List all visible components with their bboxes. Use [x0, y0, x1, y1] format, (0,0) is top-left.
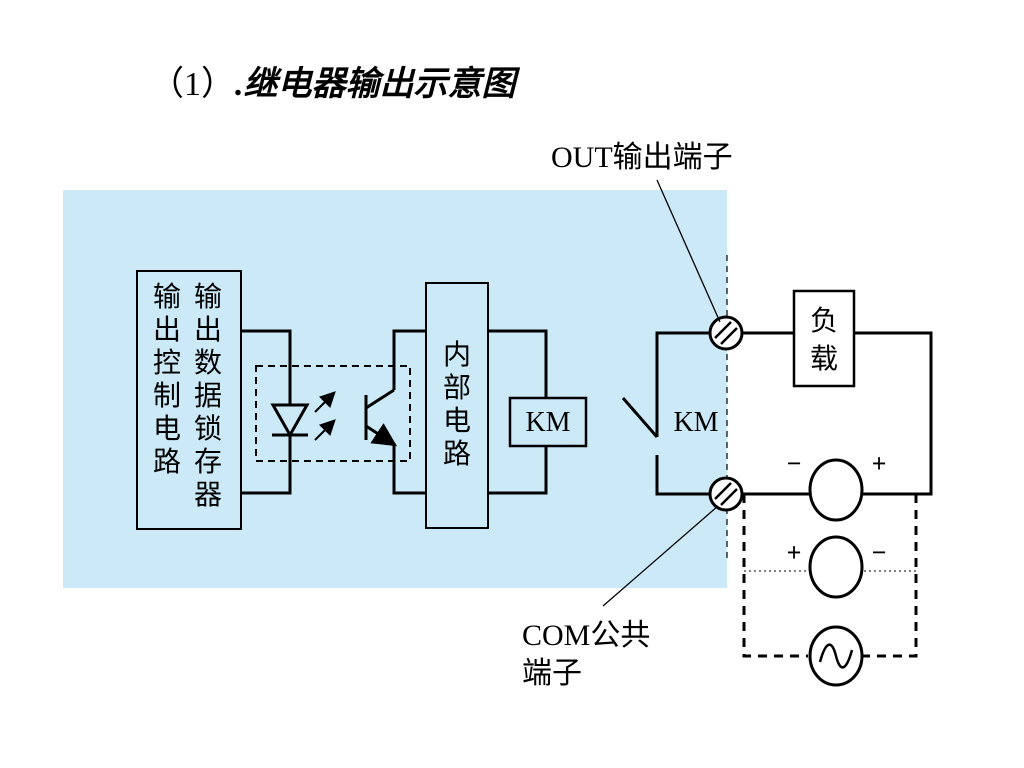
out-terminal-icon [708, 315, 744, 351]
output-control-char: 出 [153, 314, 181, 346]
alt-source-dashed-right [862, 494, 918, 658]
title-main: .继电器输出示意图 [235, 66, 516, 103]
relay-coil-label: KM [525, 407, 570, 438]
output-latch-char: 输 [194, 281, 222, 313]
internal-circuit-char: 路 [443, 438, 471, 470]
load-wire-right [854, 331, 933, 496]
internal-circuit-char: 部 [443, 372, 471, 404]
internal-circuit-block: 内 部 电 路 [425, 282, 489, 529]
led-wire-top [241, 329, 292, 405]
internal-circuit-char: 电 [443, 405, 471, 437]
led-icon [270, 391, 336, 441]
contact-wire-top [655, 331, 711, 437]
com-terminal-label-line1: COM公共 [522, 619, 650, 652]
output-control-char: 制 [153, 380, 181, 412]
coil-wire-top [488, 329, 548, 398]
phototransistor-icon [364, 329, 426, 495]
output-latch-char: 锁 [194, 413, 222, 445]
com-terminal-label-line2: 端子 [522, 657, 582, 690]
load-char: 载 [810, 343, 838, 375]
contact-wire-bottom [655, 455, 711, 496]
load-block: 负 载 [792, 289, 856, 388]
title-prefix: （1） [150, 66, 235, 103]
ac-source-icon [808, 625, 864, 687]
optocoupler-enclosure [255, 365, 411, 462]
coil-wire-bottom [488, 446, 548, 495]
dc-source2-plus: + [787, 538, 802, 567]
output-control-char: 输 [153, 281, 181, 313]
dc-source-reversed-icon [808, 535, 864, 599]
output-control-block: 输 出 控 制 电 路 输 出 数 据 锁 存 器 [136, 270, 242, 530]
load-char: 负 [810, 305, 838, 337]
output-control-label: 输 出 控 制 电 路 [153, 281, 181, 478]
com-terminal-icon [708, 476, 744, 512]
internal-circuit-char: 内 [443, 339, 471, 371]
output-control-char: 路 [153, 446, 181, 478]
slide-title: （1）.继电器输出示意图 [150, 56, 516, 105]
dc-source1-minus: − [787, 449, 802, 478]
dc-source1-plus: + [872, 449, 887, 478]
led-wire-bottom [241, 435, 292, 495]
out-terminal-label: OUT输出端子 [551, 141, 733, 174]
relay-contact-label: KM [673, 407, 718, 438]
relay-contact-blade [621, 397, 659, 438]
out-leader-line [656, 179, 721, 323]
alt-source-dashed-left [742, 494, 808, 658]
dc-source2-minus: − [872, 538, 887, 567]
output-latch-char: 据 [194, 380, 222, 412]
output-latch-char: 器 [194, 480, 222, 511]
output-latch-char: 存 [194, 446, 222, 478]
output-control-char: 电 [153, 413, 181, 445]
output-latch-char: 出 [194, 314, 222, 346]
output-control-char: 控 [153, 347, 181, 379]
output-latch-label: 输 出 数 据 锁 存 器 [194, 281, 222, 511]
output-latch-char: 数 [194, 347, 222, 379]
com-leader-line [602, 505, 719, 607]
dc-source-icon [808, 458, 864, 522]
relay-coil: KM [508, 396, 588, 448]
